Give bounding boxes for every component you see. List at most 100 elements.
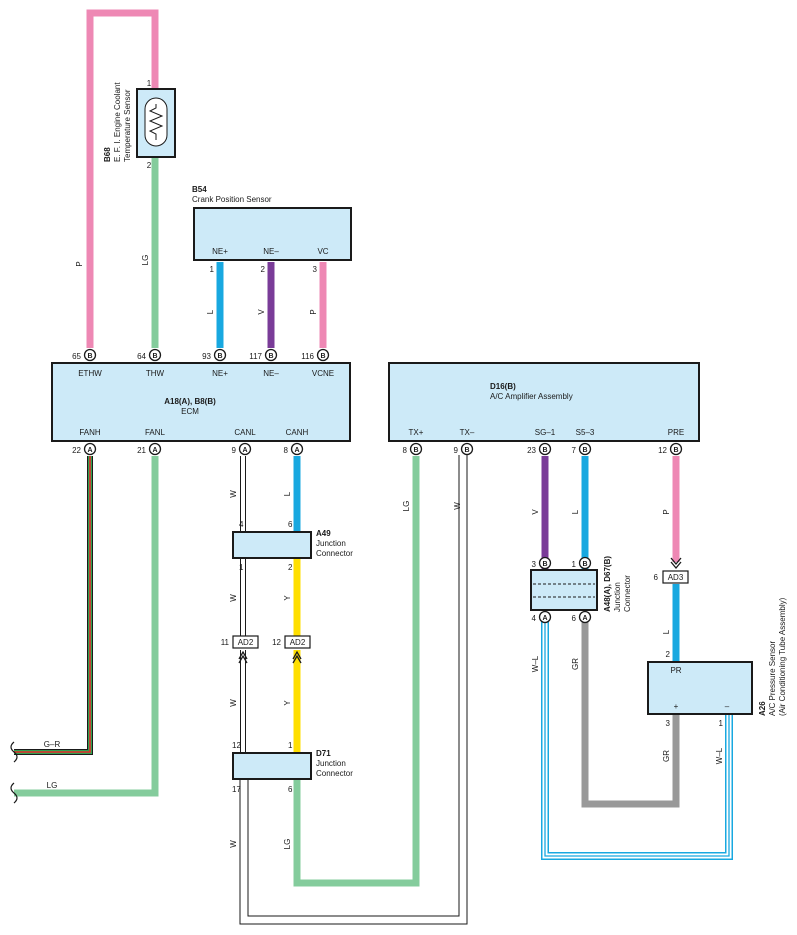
wire-label-p-ethw: P bbox=[75, 261, 84, 266]
wire-break-gr bbox=[10, 741, 18, 763]
b54-pin-3: 3 bbox=[313, 265, 318, 274]
svg-text:S5–3: S5–3 bbox=[576, 428, 595, 437]
ecm-name: ECM bbox=[181, 407, 199, 416]
ad3-pin: 6 bbox=[654, 573, 659, 582]
b68-name2: Temperature Sensor bbox=[123, 89, 132, 162]
a48-name1: Junction bbox=[613, 582, 622, 612]
svg-text:AD2: AD2 bbox=[290, 638, 306, 647]
a49-pin-1: 1 bbox=[239, 563, 244, 572]
svg-text:A: A bbox=[582, 615, 587, 622]
svg-text:8: 8 bbox=[284, 446, 289, 455]
svg-text:B: B bbox=[464, 447, 469, 454]
wire-label-lg-out: LG bbox=[47, 781, 58, 790]
ad2-right-pin: 12 bbox=[272, 638, 281, 647]
svg-text:FANH: FANH bbox=[79, 428, 101, 437]
wire-label-l-pr: L bbox=[662, 629, 671, 634]
svg-text:AD2: AD2 bbox=[238, 638, 254, 647]
svg-text:9: 9 bbox=[232, 446, 237, 455]
wire-label-gr-sensor: GR bbox=[662, 750, 671, 762]
a26-label-minus: – bbox=[725, 702, 730, 711]
b68-pin2: 2 bbox=[147, 161, 152, 170]
svg-text:B: B bbox=[217, 353, 222, 360]
svg-text:116: 116 bbox=[301, 352, 314, 361]
svg-text:B: B bbox=[542, 561, 547, 568]
wire-w-canl-tx-loop bbox=[239, 455, 468, 925]
svg-text:CANH: CANH bbox=[286, 428, 309, 437]
svg-text:PRE: PRE bbox=[668, 428, 684, 437]
wire-p-ethw bbox=[86, 9, 159, 348]
d16-box bbox=[388, 362, 700, 442]
svg-text:FANL: FANL bbox=[145, 428, 166, 437]
a26-label-plus: + bbox=[674, 702, 679, 711]
svg-text:1: 1 bbox=[572, 560, 577, 569]
wire-label-gr-a48: GR bbox=[571, 658, 580, 670]
b54-label-ne-plus: NE+ bbox=[212, 247, 228, 256]
wire-label-l-canh-top: L bbox=[283, 491, 292, 496]
svg-text:A: A bbox=[242, 447, 247, 454]
wire-label-l-ne-plus: L bbox=[206, 309, 215, 314]
wire-label-y-canh-low: Y bbox=[283, 700, 292, 706]
svg-text:B: B bbox=[413, 447, 418, 454]
svg-text:8: 8 bbox=[403, 446, 408, 455]
svg-text:117: 117 bbox=[249, 352, 262, 361]
svg-text:B: B bbox=[673, 447, 678, 454]
wire-label-y-canh-mid: Y bbox=[283, 595, 292, 601]
wire-wl-outer bbox=[541, 620, 733, 860]
ad2-left-connector: AD2 bbox=[232, 635, 259, 664]
b68-name1: E. F. I. Engine Coolant bbox=[113, 82, 122, 162]
a48-pin-6: 6 A bbox=[572, 610, 592, 624]
d71-pin-12: 12 bbox=[232, 741, 241, 750]
svg-text:CANL: CANL bbox=[234, 428, 256, 437]
ecm-top-pin-64: 64 B THW bbox=[137, 348, 165, 378]
a48-pin-4: 4 A bbox=[532, 610, 552, 624]
svg-text:23: 23 bbox=[527, 446, 536, 455]
wire-label-wl-a48: W–L bbox=[531, 655, 540, 672]
b54-pin-1: 1 bbox=[210, 265, 215, 274]
a26-label-pr: PR bbox=[670, 666, 681, 675]
b54-box bbox=[193, 207, 352, 261]
wire-label-lg-thw: LG bbox=[141, 255, 150, 266]
wire-gr-fanh-green bbox=[14, 456, 92, 754]
svg-text:TX+: TX+ bbox=[409, 428, 424, 437]
ecm-top-pin-65: 65 B ETHW bbox=[72, 348, 102, 378]
b54-label-vc: VC bbox=[317, 247, 328, 256]
wire-label-v-sg1: V bbox=[531, 509, 540, 515]
a26-pin-plus: 3 bbox=[666, 719, 671, 728]
d71-pin-17: 17 bbox=[232, 785, 241, 794]
svg-text:B: B bbox=[582, 561, 587, 568]
d71-code: D71 bbox=[316, 749, 331, 758]
svg-text:3: 3 bbox=[532, 560, 537, 569]
ecm-top-pin-116: 116 B VCNE bbox=[301, 348, 334, 378]
b68-code: B68 bbox=[103, 147, 112, 162]
a49-pin-6: 6 bbox=[288, 520, 293, 529]
svg-text:4: 4 bbox=[532, 614, 537, 623]
svg-text:AD3: AD3 bbox=[668, 573, 684, 582]
ecm-bottom-pin-21: FANL 21 A bbox=[137, 428, 166, 456]
wire-label-p-pre: P bbox=[662, 509, 671, 514]
svg-text:B: B bbox=[542, 447, 547, 454]
a48-pin-3: 3 B bbox=[532, 556, 552, 570]
svg-text:B: B bbox=[268, 353, 273, 360]
svg-text:A: A bbox=[294, 447, 299, 454]
a26-name2: (Air Conditioning Tube Assembly) bbox=[778, 597, 787, 716]
svg-text:A: A bbox=[87, 447, 92, 454]
d16-pin-9: TX– 9 B bbox=[454, 428, 475, 456]
svg-text:NE+: NE+ bbox=[212, 369, 228, 378]
a26-box bbox=[647, 661, 753, 715]
ecm-top-pin-93: 93 B NE+ bbox=[202, 348, 228, 378]
a49-code: A49 bbox=[316, 529, 331, 538]
svg-text:A: A bbox=[542, 615, 547, 622]
svg-text:7: 7 bbox=[572, 446, 577, 455]
d16-pin-23: SG–1 23 B bbox=[527, 428, 556, 456]
a26-code: A26 bbox=[758, 701, 767, 716]
wire-label-w-canl-low: W bbox=[229, 699, 238, 707]
a48-box bbox=[530, 569, 598, 611]
b54-label-ne-minus: NE– bbox=[263, 247, 279, 256]
b68-sensor bbox=[136, 88, 176, 158]
wire-label-v-ne-minus: V bbox=[257, 309, 266, 315]
svg-text:ETHW: ETHW bbox=[78, 369, 102, 378]
svg-text:B: B bbox=[582, 447, 587, 454]
svg-text:B: B bbox=[87, 353, 92, 360]
wire-label-lg-tx-plus: LG bbox=[402, 501, 411, 512]
wire-label-lg-canh-bottom: LG bbox=[283, 839, 292, 850]
